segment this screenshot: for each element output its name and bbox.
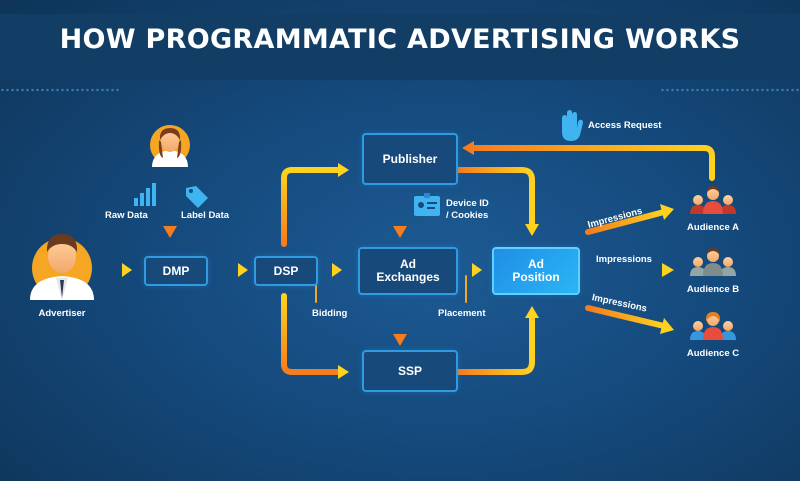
placement-label: Placement [438,308,486,319]
ssp-label: SSP [397,363,422,378]
tag-icon [186,186,208,208]
id-card-icon [414,193,440,216]
dmp-node: DMP [144,256,208,286]
ad-position-node: Ad Position [492,247,580,295]
flow-arrows [103,141,715,379]
data-person-avatar [150,125,190,167]
access-request-label: Access Request [588,120,662,131]
dsp-label: DSP [273,263,299,278]
publisher-node: Publisher [362,133,458,185]
advertiser-label: Advertiser [38,308,86,319]
audience-group-icon-a [690,186,736,214]
ad-position-label: Ad Position [512,257,560,284]
bar-chart-icon [134,183,156,206]
title-dots-right [660,88,800,92]
audience-a-label: Audience A [687,222,739,233]
dsp-node: DSP [254,256,318,286]
hand-icon [562,110,583,141]
impressions-b-label: Impressions [596,254,652,265]
publisher-label: Publisher [382,151,438,166]
label-data-label: Label Data [181,210,230,221]
audience-group-icon-b [690,248,736,276]
device-id-label: Device ID / Cookies [446,198,489,221]
page-title: HOW PROGRAMMATIC ADVERTISING WORKS [59,24,741,55]
bidding-label: Bidding [312,308,348,319]
ssp-node: SSP [362,350,458,392]
ad-exchanges-node: Ad Exchanges [358,247,458,295]
audience-group-icon-c [690,312,736,340]
audience-c-label: Audience C [686,348,740,359]
audience-b-label: Audience B [686,284,740,295]
ad-exchanges-label: Ad Exchanges [376,257,440,284]
raw-data-label: Raw Data [105,210,148,221]
title-dots-left [0,88,120,92]
title-band [0,14,800,92]
dmp-label: DMP [162,263,190,278]
advertiser-avatar [30,234,94,300]
